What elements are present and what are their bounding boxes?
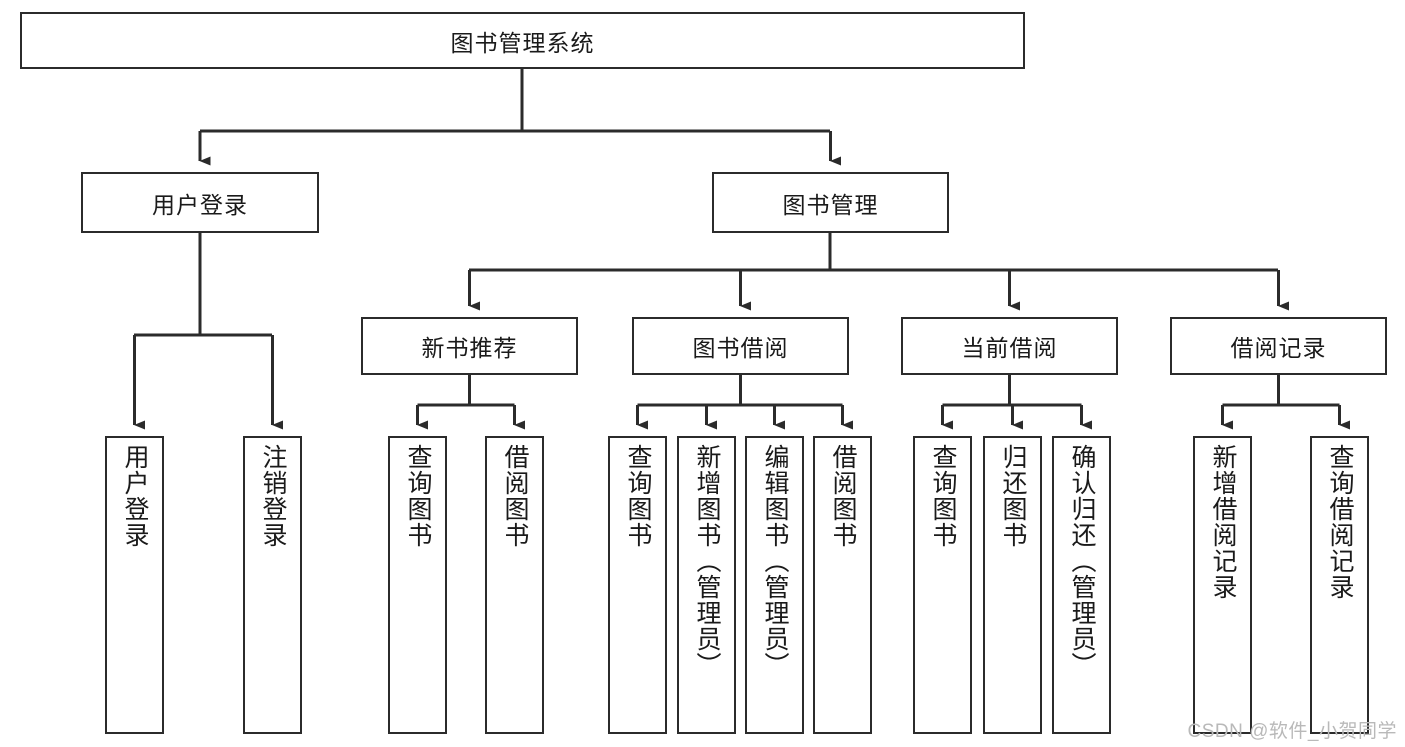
watermark: CSDN @软件_小贺同学 bbox=[1187, 721, 1397, 742]
node-leaf-edit-book[interactable]: 编辑图书（管理员） bbox=[745, 436, 804, 734]
node-label: 借阅图书 bbox=[829, 444, 857, 548]
node-leaf-user-login[interactable]: 用户登录 bbox=[105, 436, 164, 734]
node-borrow-record[interactable]: 借阅记录 bbox=[1170, 317, 1387, 375]
node-leaf-query-book-1[interactable]: 查询图书 bbox=[388, 436, 447, 734]
node-label: 新增图书（管理员） bbox=[693, 444, 721, 678]
node-leaf-borrow-book-1[interactable]: 借阅图书 bbox=[485, 436, 544, 734]
node-label: 新书推荐 bbox=[421, 335, 518, 361]
node-leaf-query-book-2[interactable]: 查询图书 bbox=[608, 436, 667, 734]
node-leaf-add-book[interactable]: 新增图书（管理员） bbox=[677, 436, 736, 734]
node-label: 当前借阅 bbox=[961, 335, 1058, 361]
node-leaf-logout[interactable]: 注销登录 bbox=[243, 436, 302, 734]
node-current-borrow[interactable]: 当前借阅 bbox=[901, 317, 1118, 375]
node-label: 新增借阅记录 bbox=[1209, 444, 1237, 600]
node-book-manage[interactable]: 图书管理 bbox=[712, 172, 949, 233]
node-book-borrow[interactable]: 图书借阅 bbox=[632, 317, 849, 375]
node-label: 注销登录 bbox=[259, 444, 287, 548]
node-leaf-query-book-3[interactable]: 查询图书 bbox=[913, 436, 972, 734]
node-label: 图书管理 bbox=[782, 191, 879, 218]
node-label: 图书管理系统 bbox=[450, 29, 595, 56]
node-new-book-rec[interactable]: 新书推荐 bbox=[361, 317, 578, 375]
node-label: 借阅记录 bbox=[1230, 335, 1327, 361]
node-label: 用户登录 bbox=[152, 191, 248, 218]
node-leaf-borrow-book-2[interactable]: 借阅图书 bbox=[813, 436, 872, 734]
node-leaf-query-record[interactable]: 查询借阅记录 bbox=[1310, 436, 1369, 734]
node-user-login[interactable]: 用户登录 bbox=[81, 172, 319, 233]
node-root[interactable]: 图书管理系统 bbox=[20, 12, 1025, 69]
node-label: 用户登录 bbox=[121, 444, 149, 548]
node-label: 借阅图书 bbox=[501, 444, 529, 548]
node-label: 查询借阅记录 bbox=[1326, 444, 1354, 600]
node-label: 查询图书 bbox=[624, 444, 652, 548]
node-leaf-confirm-return[interactable]: 确认归还（管理员） bbox=[1052, 436, 1111, 734]
node-label: 归还图书 bbox=[999, 444, 1027, 548]
node-label: 查询图书 bbox=[404, 444, 432, 548]
node-label: 编辑图书（管理员） bbox=[761, 444, 789, 678]
node-label: 确认归还（管理员） bbox=[1068, 444, 1096, 678]
node-leaf-add-record[interactable]: 新增借阅记录 bbox=[1193, 436, 1252, 734]
node-leaf-return-book[interactable]: 归还图书 bbox=[983, 436, 1042, 734]
node-label: 图书借阅 bbox=[692, 335, 789, 361]
node-label: 查询图书 bbox=[929, 444, 957, 548]
